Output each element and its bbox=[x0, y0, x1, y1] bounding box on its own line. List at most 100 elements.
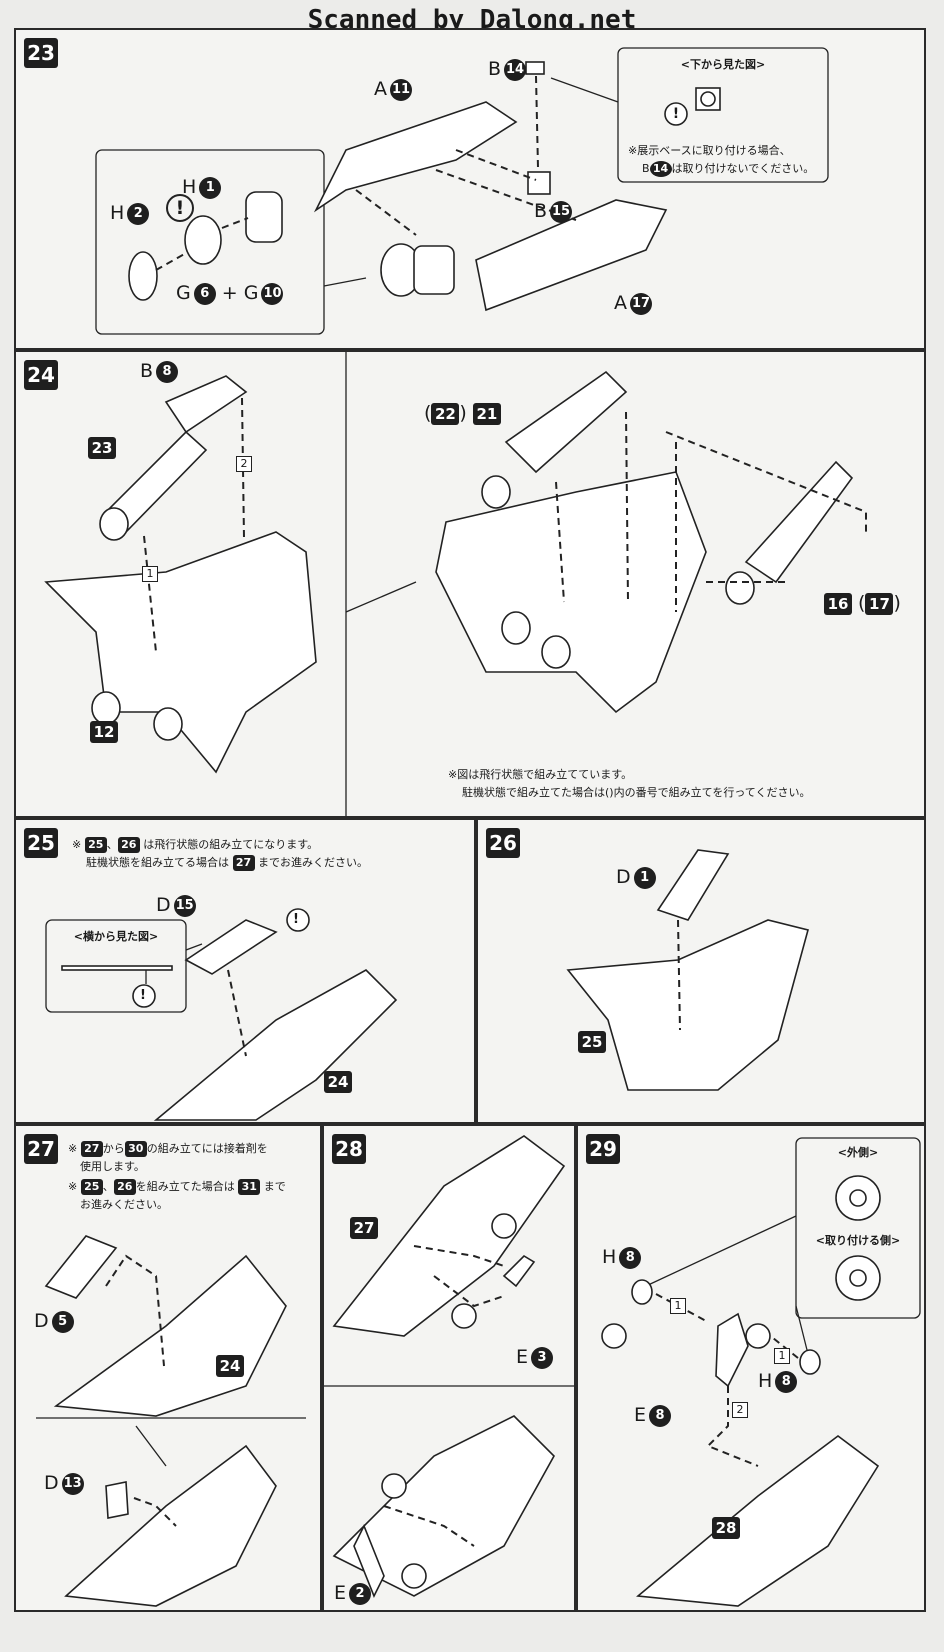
step-23-illustration bbox=[95, 47, 829, 335]
engine-g6-g10 bbox=[245, 191, 283, 243]
part-d13 bbox=[105, 1481, 129, 1519]
caution-icon: ! bbox=[140, 988, 146, 1003]
step-number: 29 bbox=[586, 1134, 620, 1164]
flight-assembly-note-line1: ※ 25、26 は飛行状態の組み立てになります。 bbox=[72, 837, 319, 853]
wheel-h8-left bbox=[631, 1279, 653, 1305]
flight-mode-note-line1: ※図は飛行状態で組み立てています。 bbox=[448, 768, 633, 781]
caution-icon: ! bbox=[166, 194, 194, 222]
fuselage-28 bbox=[636, 1435, 880, 1607]
label-24: 24 bbox=[324, 1070, 352, 1093]
fuselage-right bbox=[435, 471, 707, 714]
step-number: 24 bbox=[24, 360, 58, 390]
fuselage-24 bbox=[153, 969, 398, 1121]
nozzle-h1 bbox=[184, 215, 222, 265]
label-24: 24 bbox=[216, 1354, 244, 1377]
label-28: 28 bbox=[712, 1516, 740, 1539]
step-number: 26 bbox=[486, 828, 520, 858]
part-d5 bbox=[44, 1235, 118, 1299]
fuselage-detail bbox=[332, 1415, 555, 1597]
bottom-view-box bbox=[617, 47, 829, 183]
step-25-panel: 25 ※ 25、26 は飛行状態の組み立てになります。 駐機状態を組み立てる場合… bbox=[14, 818, 476, 1124]
part-a17 bbox=[475, 199, 668, 312]
part-b8 bbox=[164, 375, 248, 434]
order-1: 1 bbox=[142, 566, 158, 582]
part-d15 bbox=[184, 919, 278, 975]
label-12: 12 bbox=[90, 720, 118, 743]
step-number: 25 bbox=[24, 828, 58, 858]
part-b15 bbox=[527, 171, 551, 195]
label-22-21: (22) 21 bbox=[424, 402, 501, 425]
step-number: 27 bbox=[24, 1134, 58, 1164]
part-e2 bbox=[353, 1524, 385, 1598]
skip-note-line1-cont: お進みください。 bbox=[80, 1198, 168, 1211]
order-1-left: 1 bbox=[670, 1298, 686, 1314]
side-view-box bbox=[45, 919, 187, 1013]
wheel-view-box bbox=[795, 1137, 921, 1319]
step-25-illustration bbox=[45, 908, 398, 1121]
step-29-illustration bbox=[601, 1137, 921, 1607]
caution-icon: ! bbox=[293, 912, 299, 927]
step-number: 28 bbox=[332, 1134, 366, 1164]
label-16-17: 16 (17) bbox=[824, 592, 901, 615]
sub-assembly-16 bbox=[744, 460, 854, 584]
fuselage-27 bbox=[332, 1135, 566, 1337]
flight-assembly-note-line2: 駐機状態を組み立てる場合は 27 までお進みください。 bbox=[86, 855, 368, 871]
outer-side-title: <外側> bbox=[837, 1146, 879, 1159]
fuselage-25 bbox=[566, 919, 809, 1091]
flight-mode-note-line2: 駐機状態で組み立てた場合は()内の番号で組み立てを行ってください。 bbox=[462, 786, 811, 799]
base-note-line1: ※展示ベースに取り付ける場合、 bbox=[628, 144, 791, 157]
order-2: 2 bbox=[236, 456, 252, 472]
step-24-illustration bbox=[44, 352, 867, 816]
attach-side-title: <取り付ける側> bbox=[815, 1234, 901, 1247]
sub-assembly-21 bbox=[504, 370, 628, 474]
label-27: 27 bbox=[350, 1216, 378, 1239]
part-a11 bbox=[313, 101, 518, 213]
step-26-illustration bbox=[566, 849, 809, 1091]
label-23: 23 bbox=[88, 436, 116, 459]
step-27-illustration bbox=[36, 1235, 306, 1607]
fuselage-detail bbox=[64, 1444, 277, 1607]
caution-note-icon: ! bbox=[672, 106, 680, 122]
side-view-title: <横から見た図> bbox=[73, 930, 159, 943]
step-number: 23 bbox=[24, 38, 58, 68]
part-b14 bbox=[525, 61, 545, 75]
part-e3 bbox=[502, 1254, 536, 1288]
order-1-right: 1 bbox=[774, 1348, 790, 1364]
nozzle-h2 bbox=[128, 251, 158, 301]
label-25: 25 bbox=[578, 1030, 606, 1053]
landing-gear-e8 bbox=[715, 1312, 749, 1388]
bottom-view-title: <下から見た図> bbox=[680, 58, 766, 71]
adhesive-note-line1-cont: 使用します。 bbox=[80, 1160, 145, 1173]
part-d1 bbox=[656, 849, 730, 921]
wheel-h8-right bbox=[799, 1349, 821, 1375]
order-2: 2 bbox=[732, 1402, 748, 1418]
step-28-illustration bbox=[324, 1135, 574, 1598]
engine-detail-box bbox=[95, 149, 325, 335]
